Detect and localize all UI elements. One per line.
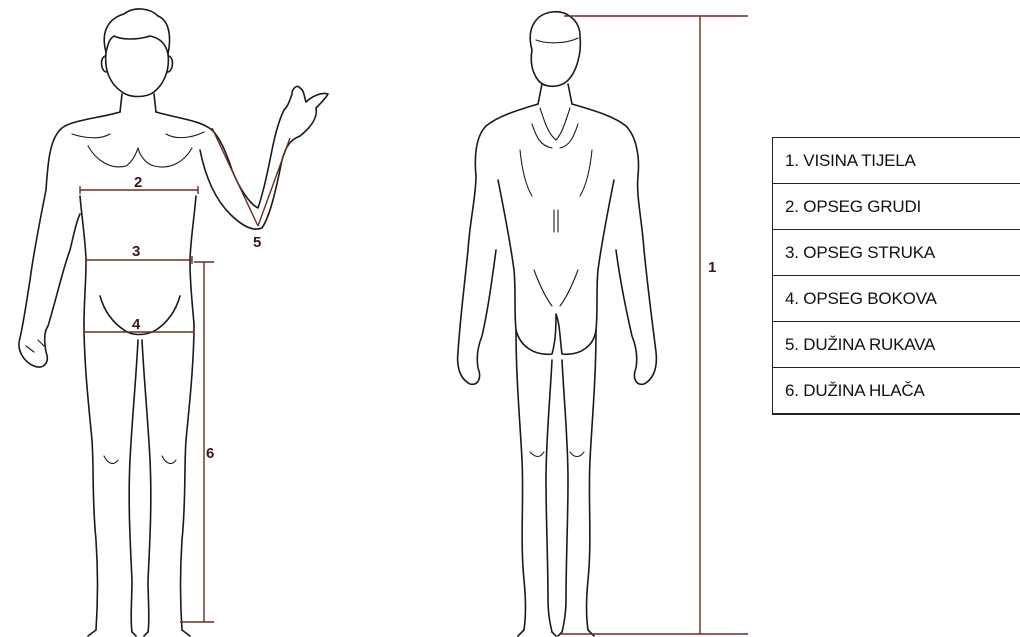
label-height: 1 [708, 259, 716, 276]
label-chest: 2 [134, 174, 142, 191]
label-sleeve: 5 [253, 234, 261, 251]
sleeve-line-lower [258, 138, 290, 226]
legend-item-height: 1. VISINA TIJELA [773, 138, 1020, 184]
legend-item-hips: 4. OPSEG BOKOVA [773, 276, 1020, 322]
front-measurements: 2 3 4 5 6 [80, 128, 290, 622]
label-trouser: 6 [206, 445, 214, 462]
legend-item-chest: 2. OPSEG GRUDI [773, 184, 1020, 230]
sleeve-line-upper [212, 128, 258, 226]
back-body-figure [458, 12, 657, 636]
measurement-legend: 1. VISINA TIJELA 2. OPSEG GRUDI 3. OPSEG… [772, 137, 1020, 415]
label-hips: 4 [132, 316, 141, 333]
label-waist: 3 [132, 243, 140, 260]
front-body-figure [19, 9, 328, 636]
legend-item-waist: 3. OPSEG STRUKA [773, 230, 1020, 276]
legend-item-sleeve: 5. DUŽINA RUKAVA [773, 322, 1020, 368]
legend-item-trouser: 6. DUŽINA HLAČA [773, 368, 1020, 414]
